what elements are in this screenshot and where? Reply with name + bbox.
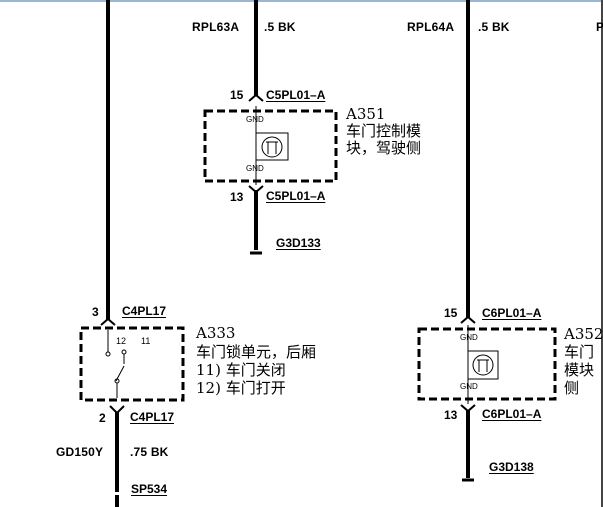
module-a333-box [79, 326, 185, 402]
a352-transistor-icon [472, 354, 494, 376]
switch-contact-12 [105, 351, 111, 357]
a352-top-connector: C6PL01–A [482, 306, 542, 320]
module-a351-box [203, 109, 338, 183]
a333-name: 车门锁单元，后厢 [196, 343, 317, 361]
a351-bottom-connector: C5PL01–A [266, 189, 326, 203]
a351-top-connector: C5PL01–A [266, 88, 326, 102]
a333-bottom-connector: C4PL17 [130, 410, 175, 424]
a352-gnd-bottom: GND [460, 382, 478, 391]
a333-ref: A333 [196, 324, 236, 342]
wire-gd150y-circuit: GD150Y [56, 445, 104, 459]
ground-g3d133-label: G3D133 [276, 236, 321, 250]
a351-gnd-top: GND [246, 115, 264, 124]
a352-ref: A352 [564, 325, 603, 343]
wire-rpl64a-gauge: .5 BK [478, 20, 510, 34]
ground-g3d138-label: G3D138 [489, 460, 534, 474]
a351-name-line1: 车门控制模 [346, 122, 422, 140]
connector-c6pl01-top-mark [460, 315, 476, 324]
a333-state-closed: 11) 车门关闭 [196, 361, 286, 379]
a351-name-line2: 块，驾驶侧 [346, 139, 422, 157]
wire-rpl63a-circuit: RPL63A [192, 20, 240, 34]
switch-contact-11-label: 11 [141, 336, 151, 346]
switch-contact-12-label: 12 [116, 336, 127, 346]
splice-sp534: SP534 [131, 482, 168, 496]
a352-name-line3: 侧 [564, 379, 580, 397]
module-a352-box [417, 327, 557, 401]
a333-state-open: 12) 车门打开 [196, 379, 286, 397]
a352-name-line2: 模块 [564, 361, 595, 379]
a352-gnd-top: GND [460, 333, 478, 342]
a333-bottom-pin: 2 [99, 411, 106, 425]
switch-contact-11 [121, 349, 127, 355]
a351-ref: A351 [346, 105, 386, 123]
connector-c4pl17-top-mark [100, 317, 116, 326]
a333-top-pin: 3 [92, 305, 99, 319]
a352-bottom-pin: 13 [444, 408, 458, 422]
a352-bottom-connector: C6PL01–A [482, 407, 542, 421]
a351-bottom-pin: 13 [230, 190, 244, 204]
a351-top-pin: 15 [230, 88, 244, 102]
wire-gd150y-gauge: .75 BK [130, 445, 169, 459]
right-edge-label: P [596, 20, 603, 34]
a351-gnd-bottom: GND [246, 164, 264, 173]
connector-c4pl17-bottom-mark [109, 405, 125, 415]
a333-top-connector: C4PL17 [122, 304, 167, 318]
a352-top-pin: 15 [444, 306, 458, 320]
wire-rpl64a-circuit: RPL64A [407, 20, 455, 34]
a351-transistor-icon [261, 136, 283, 158]
connector-c5pl01-top-mark [248, 93, 264, 102]
wire-rpl63a-gauge: .5 BK [264, 20, 296, 34]
switch-blade [115, 365, 125, 382]
a352-name-line1: 车门 [564, 343, 595, 361]
